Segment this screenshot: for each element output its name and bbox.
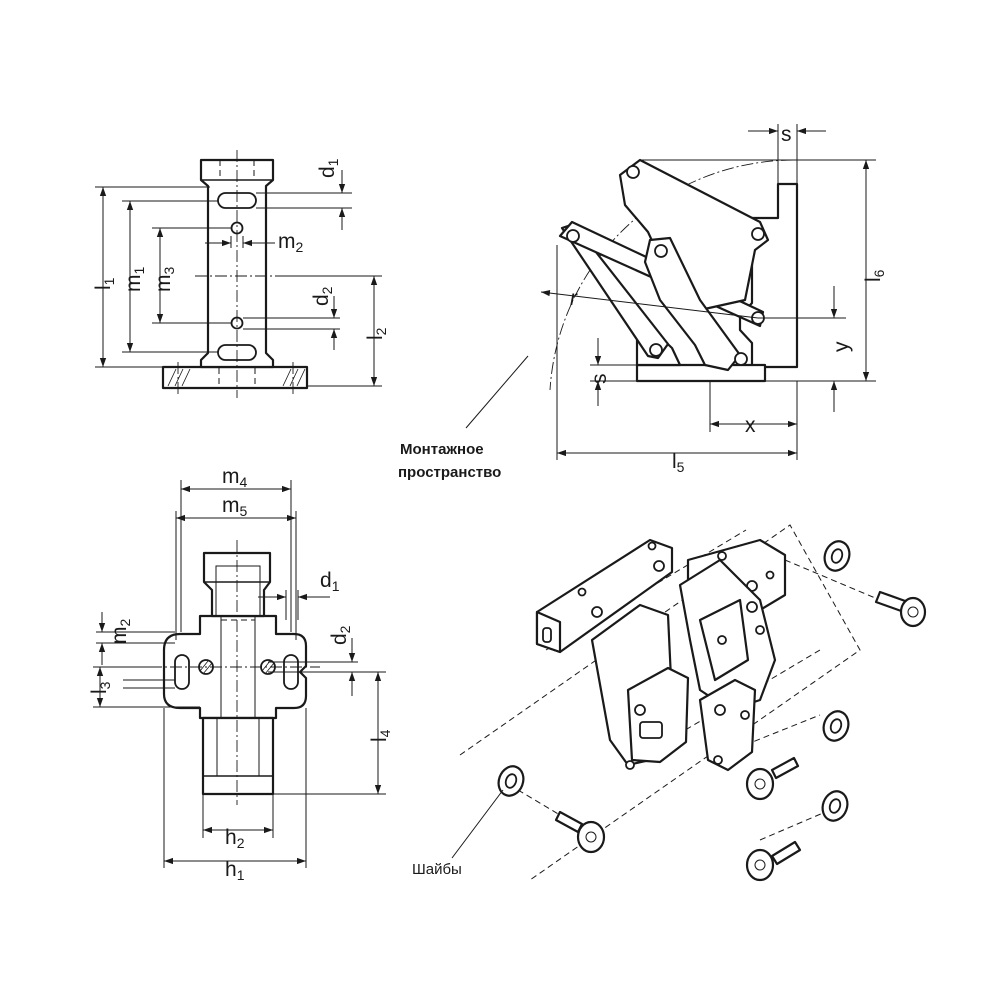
isometric-view: Шайбы [412,524,927,882]
front-base-hatch [167,368,306,387]
label-m1: m1 [122,267,147,293]
screw-3 [745,840,802,882]
mounting-space-arc [549,159,794,391]
screw-4 [554,810,606,854]
label-s-top: s [781,123,792,146]
label-d1-plan: d1 [320,569,340,594]
side-pivot-4 [751,227,765,241]
side-upper-arm [618,158,770,312]
label-x: x [745,414,756,437]
label-m5: m5 [222,494,248,519]
screw-2 [745,756,800,801]
label-l1: l1 [92,277,117,290]
side-pivot-7 [734,352,748,366]
label-l6: l6 [862,269,887,282]
washer-2 [822,710,850,742]
screw-1 [874,590,927,628]
side-base [635,363,767,383]
label-m4: m4 [222,465,248,490]
side-rocker [643,236,742,372]
plan-lower-body [201,716,275,796]
label-l3: l3 [88,681,113,694]
side-pivot-3 [654,244,668,258]
front-view: l1 m1 m3 m2 d1 d2 l2 [92,150,389,398]
label-r: r [570,287,578,310]
front-base-plate [161,365,309,390]
side-pivot-1 [566,229,580,243]
label-m2: m2 [278,230,304,255]
side-view: s l6 y s r x l5 Монтажное пространство [398,123,887,481]
washer-3 [821,790,849,822]
label-l5: l5 [672,450,685,475]
mounting-space-label: Монтажное [400,441,484,458]
side-pivot-2 [626,165,640,179]
label-d1: d1 [316,158,341,178]
side-pivot-6 [649,343,663,357]
washer-1 [823,540,851,572]
label-l4: l4 [368,729,393,742]
label-m3: m3 [152,267,177,293]
label-y: y [830,341,853,352]
label-d2: d2 [310,286,335,306]
plan-view: m4 m5 d1 d2 m2 l3 l4 h2 h1 [88,465,393,883]
label-h1: h1 [225,858,245,883]
label-s-left: s [588,374,611,385]
mounting-space-label-2: пространство [398,464,501,481]
washer-4 [497,765,525,797]
washers-label: Шайбы [412,861,462,878]
label-h2: h2 [225,826,245,851]
label-m2-plan: m2 [108,619,133,645]
label-d2-plan: d2 [328,625,353,645]
label-l2: l2 [364,327,389,340]
plan-left-slot [174,654,190,690]
